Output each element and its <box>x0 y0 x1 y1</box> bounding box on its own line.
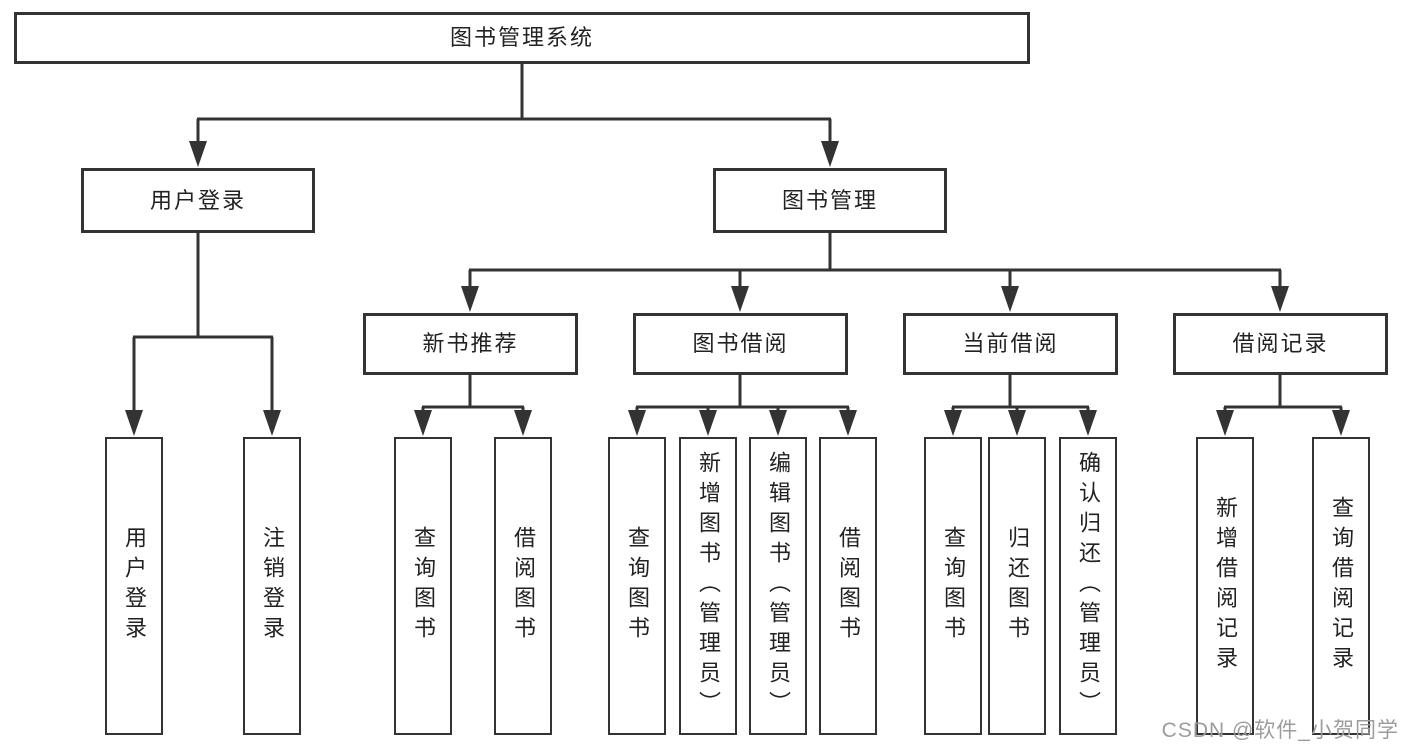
node-borrow-records-label: 借阅记录 <box>1232 331 1329 356</box>
node-new-book-recommend-label: 新书推荐 <box>422 331 519 356</box>
leaf-query-book-recommend: 查询图书 <box>394 437 452 735</box>
leaf-add-book-admin-label: 新增图书（管理员） <box>696 451 721 721</box>
leaf-return-book-label: 归还图书 <box>1005 526 1030 646</box>
leaf-query-book-borrow: 查询图书 <box>608 437 666 735</box>
node-book-management: 图书管理 <box>713 168 947 233</box>
leaf-borrow-book-recommend: 借阅图书 <box>494 437 552 735</box>
leaf-add-borrow-record-label: 新增借阅记录 <box>1213 496 1238 676</box>
node-borrow-records: 借阅记录 <box>1173 313 1388 375</box>
leaf-borrow-book-label: 借阅图书 <box>836 526 861 646</box>
leaf-query-book-current: 查询图书 <box>924 437 982 735</box>
leaf-return-book: 归还图书 <box>988 437 1046 735</box>
leaf-add-book-admin: 新增图书（管理员） <box>679 437 737 735</box>
leaf-query-book-current-label: 查询图书 <box>941 526 966 646</box>
leaf-borrow-book: 借阅图书 <box>819 437 877 735</box>
node-root: 图书管理系统 <box>14 12 1030 64</box>
node-book-management-label: 图书管理 <box>781 187 878 213</box>
leaf-edit-book-admin-label: 编辑图书（管理员） <box>766 451 791 721</box>
leaf-logout: 注销登录 <box>243 437 301 735</box>
connector-paths <box>132 64 1343 416</box>
csdn-watermark: CSDN @软件_小贺同学 <box>1161 719 1399 742</box>
leaf-add-borrow-record: 新增借阅记录 <box>1196 437 1254 735</box>
node-book-borrow-label: 图书借阅 <box>692 331 789 356</box>
leaf-query-borrow-record-label: 查询借阅记录 <box>1329 496 1354 676</box>
arrowheads <box>125 141 1350 436</box>
leaf-user-login: 用户登录 <box>105 437 163 735</box>
leaf-query-book-borrow-label: 查询图书 <box>625 526 650 646</box>
leaf-query-borrow-record: 查询借阅记录 <box>1312 437 1370 735</box>
leaf-borrow-book-recommend-label: 借阅图书 <box>511 526 536 646</box>
leaf-query-book-recommend-label: 查询图书 <box>411 526 436 646</box>
node-new-book-recommend: 新书推荐 <box>363 313 578 375</box>
leaf-confirm-return-admin: 确认归还（管理员） <box>1059 437 1117 735</box>
node-current-borrow-label: 当前借阅 <box>962 331 1059 356</box>
leaf-logout-label: 注销登录 <box>260 526 285 646</box>
node-user-login: 用户登录 <box>81 168 315 233</box>
node-user-login-label: 用户登录 <box>149 187 246 213</box>
node-root-label: 图书管理系统 <box>449 25 594 50</box>
leaf-user-login-label: 用户登录 <box>122 526 147 646</box>
node-current-borrow: 当前借阅 <box>903 313 1118 375</box>
leaf-edit-book-admin: 编辑图书（管理员） <box>749 437 807 735</box>
leaf-confirm-return-admin-label: 确认归还（管理员） <box>1076 451 1101 721</box>
node-book-borrow: 图书借阅 <box>633 313 848 375</box>
